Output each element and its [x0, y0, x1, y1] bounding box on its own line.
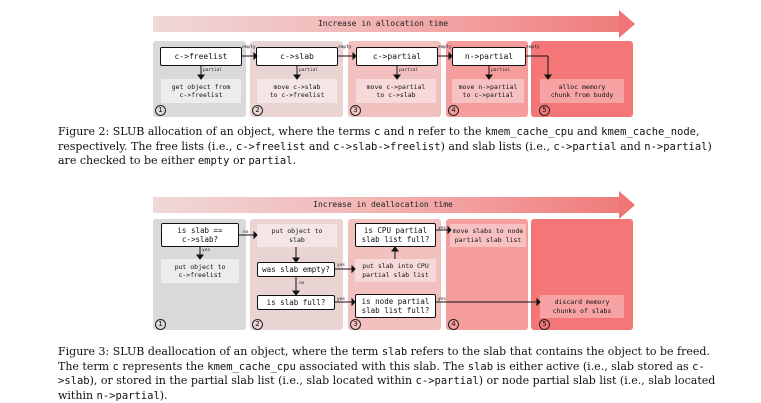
caption-code: c->slab [58, 360, 705, 388]
edge-empty-label-4: empty [526, 45, 540, 50]
caption-code: n->partial [644, 140, 708, 153]
arrow-head-icon [619, 191, 635, 219]
caption-text: ) are checked to be either [58, 139, 712, 168]
arrow-head-icon [619, 10, 635, 38]
deallocation-arrow-label: Increase in deallocation time [313, 200, 453, 209]
edge-empty-label-1: empty [242, 45, 256, 50]
caption-text: and [380, 125, 408, 138]
is-node-full-box: is node partial slab list full? [355, 294, 436, 318]
edge-empty-label-2: empty [338, 45, 352, 50]
step-number-1: 1 [155, 319, 166, 330]
allocation-arrow-label: Increase in allocation time [317, 19, 449, 28]
caption-code: kmem_cache_cpu [484, 126, 574, 138]
caption-text: and [573, 125, 602, 138]
caption-text: represents the [118, 359, 208, 373]
step-number-1: 1 [155, 105, 166, 116]
allocation-time-arrow [153, 16, 621, 32]
alloc-buddy-text: alloc memory chunk from buddy [540, 79, 624, 103]
caption-text: , respectively. The free lists (i.e., [58, 125, 700, 153]
caption-code: c->partial [553, 140, 617, 153]
caption-code: c->freelist [235, 140, 306, 153]
edge-empty-label-3: empty [438, 45, 452, 50]
caption-code: c [112, 360, 119, 373]
is-full-box: is slab full? [257, 295, 335, 310]
move-node-partial-text: move n->partial to c->partial [452, 79, 524, 103]
caption-code: c->slab->freelist [333, 140, 441, 153]
caption-text: or [229, 154, 249, 167]
put-cpu-text: put slab into CPU partial slab list [355, 259, 436, 282]
c-partial-box: c->partial [356, 47, 438, 66]
step-number-4: 4 [448, 319, 459, 330]
caption-code: c->partial [415, 375, 479, 387]
caption-text: . [292, 154, 297, 167]
edge-yes-label: yes [337, 263, 346, 268]
caption-text: ) and slab lists (i.e., [440, 139, 554, 153]
figure-2-caption: Figure 2: SLUB allocation of an object, … [58, 125, 722, 169]
is-slab-box: is slab == c->slab? [161, 223, 239, 247]
caption-code: n [407, 126, 415, 138]
edge-partial-label-2: partial [299, 68, 318, 73]
step-number-4: 4 [448, 105, 459, 116]
caption-text: and [616, 139, 645, 153]
edge-yes-label: yes [438, 297, 447, 302]
n-partial-box: n->partial [452, 47, 526, 66]
caption-code: n->partial [96, 389, 160, 402]
caption-text: Figure 3: SLUB deallocation of an object… [58, 345, 382, 358]
step-number-2: 2 [252, 319, 263, 330]
deallocation-time-arrow [153, 197, 621, 213]
caption-text: is either active (i.e., slab stored as [493, 359, 693, 373]
c-freelist-box: c->freelist [160, 47, 242, 66]
edge-partial-label-1: partial [203, 68, 222, 73]
step-number-3: 3 [350, 105, 361, 116]
caption-code: kmem_cache_node [601, 126, 696, 138]
edge-yes-label: yes [337, 297, 346, 302]
figure-2-connectors [197, 51, 552, 80]
move-node-text: move slabs to node partial slab list [450, 224, 526, 247]
caption-text: ) or node partial slab list (i.e., slab … [58, 374, 716, 402]
move-cpu-partial-text: move c->partial to c->slab [356, 79, 436, 103]
step-number-5: 5 [539, 105, 550, 116]
step-number-3: 3 [350, 319, 361, 330]
edge-no-label: no [299, 281, 305, 286]
caption-code: slab [467, 360, 494, 373]
edge-partial-label-4: partial [491, 68, 510, 73]
caption-code: slab [381, 346, 408, 358]
caption-text: ), or stored in the partial slab list (i… [89, 374, 416, 387]
move-slab-text: move c->slab to c->freelist [257, 79, 337, 103]
edge-partial-label-3: partial [399, 68, 418, 73]
edge-yes-label: yes [438, 226, 447, 231]
caption-code: empty [197, 155, 230, 167]
caption-code: kmem_cache_cpu [207, 360, 296, 373]
edge-no-label: no [243, 230, 249, 235]
step-number-2: 2 [252, 105, 263, 116]
put-slab-text: put object to slab [257, 224, 337, 247]
caption-text: Figure 2: SLUB allocation of an object, … [58, 125, 374, 138]
discard-text: discard memory chunks of slabs [540, 295, 624, 318]
is-cpu-full-box: is CPU partial slab list full? [355, 223, 436, 247]
caption-text: refers to the slab that contains the obj… [58, 345, 710, 373]
caption-code: partial [248, 155, 293, 167]
caption-text: refer to the [414, 125, 485, 138]
caption-code: c [373, 126, 381, 138]
edge-yes-label: yes [202, 248, 211, 253]
caption-text: and [305, 139, 334, 153]
caption-text: associated with this slab. The [295, 359, 468, 373]
caption-text: ). [159, 388, 168, 402]
figure-3-caption: Figure 3: SLUB deallocation of an object… [58, 345, 722, 403]
get-object-text: get object from c->freelist [161, 79, 241, 103]
step-number-5: 5 [539, 319, 550, 330]
put-freelist-text: put object to c->freelist [161, 259, 239, 283]
